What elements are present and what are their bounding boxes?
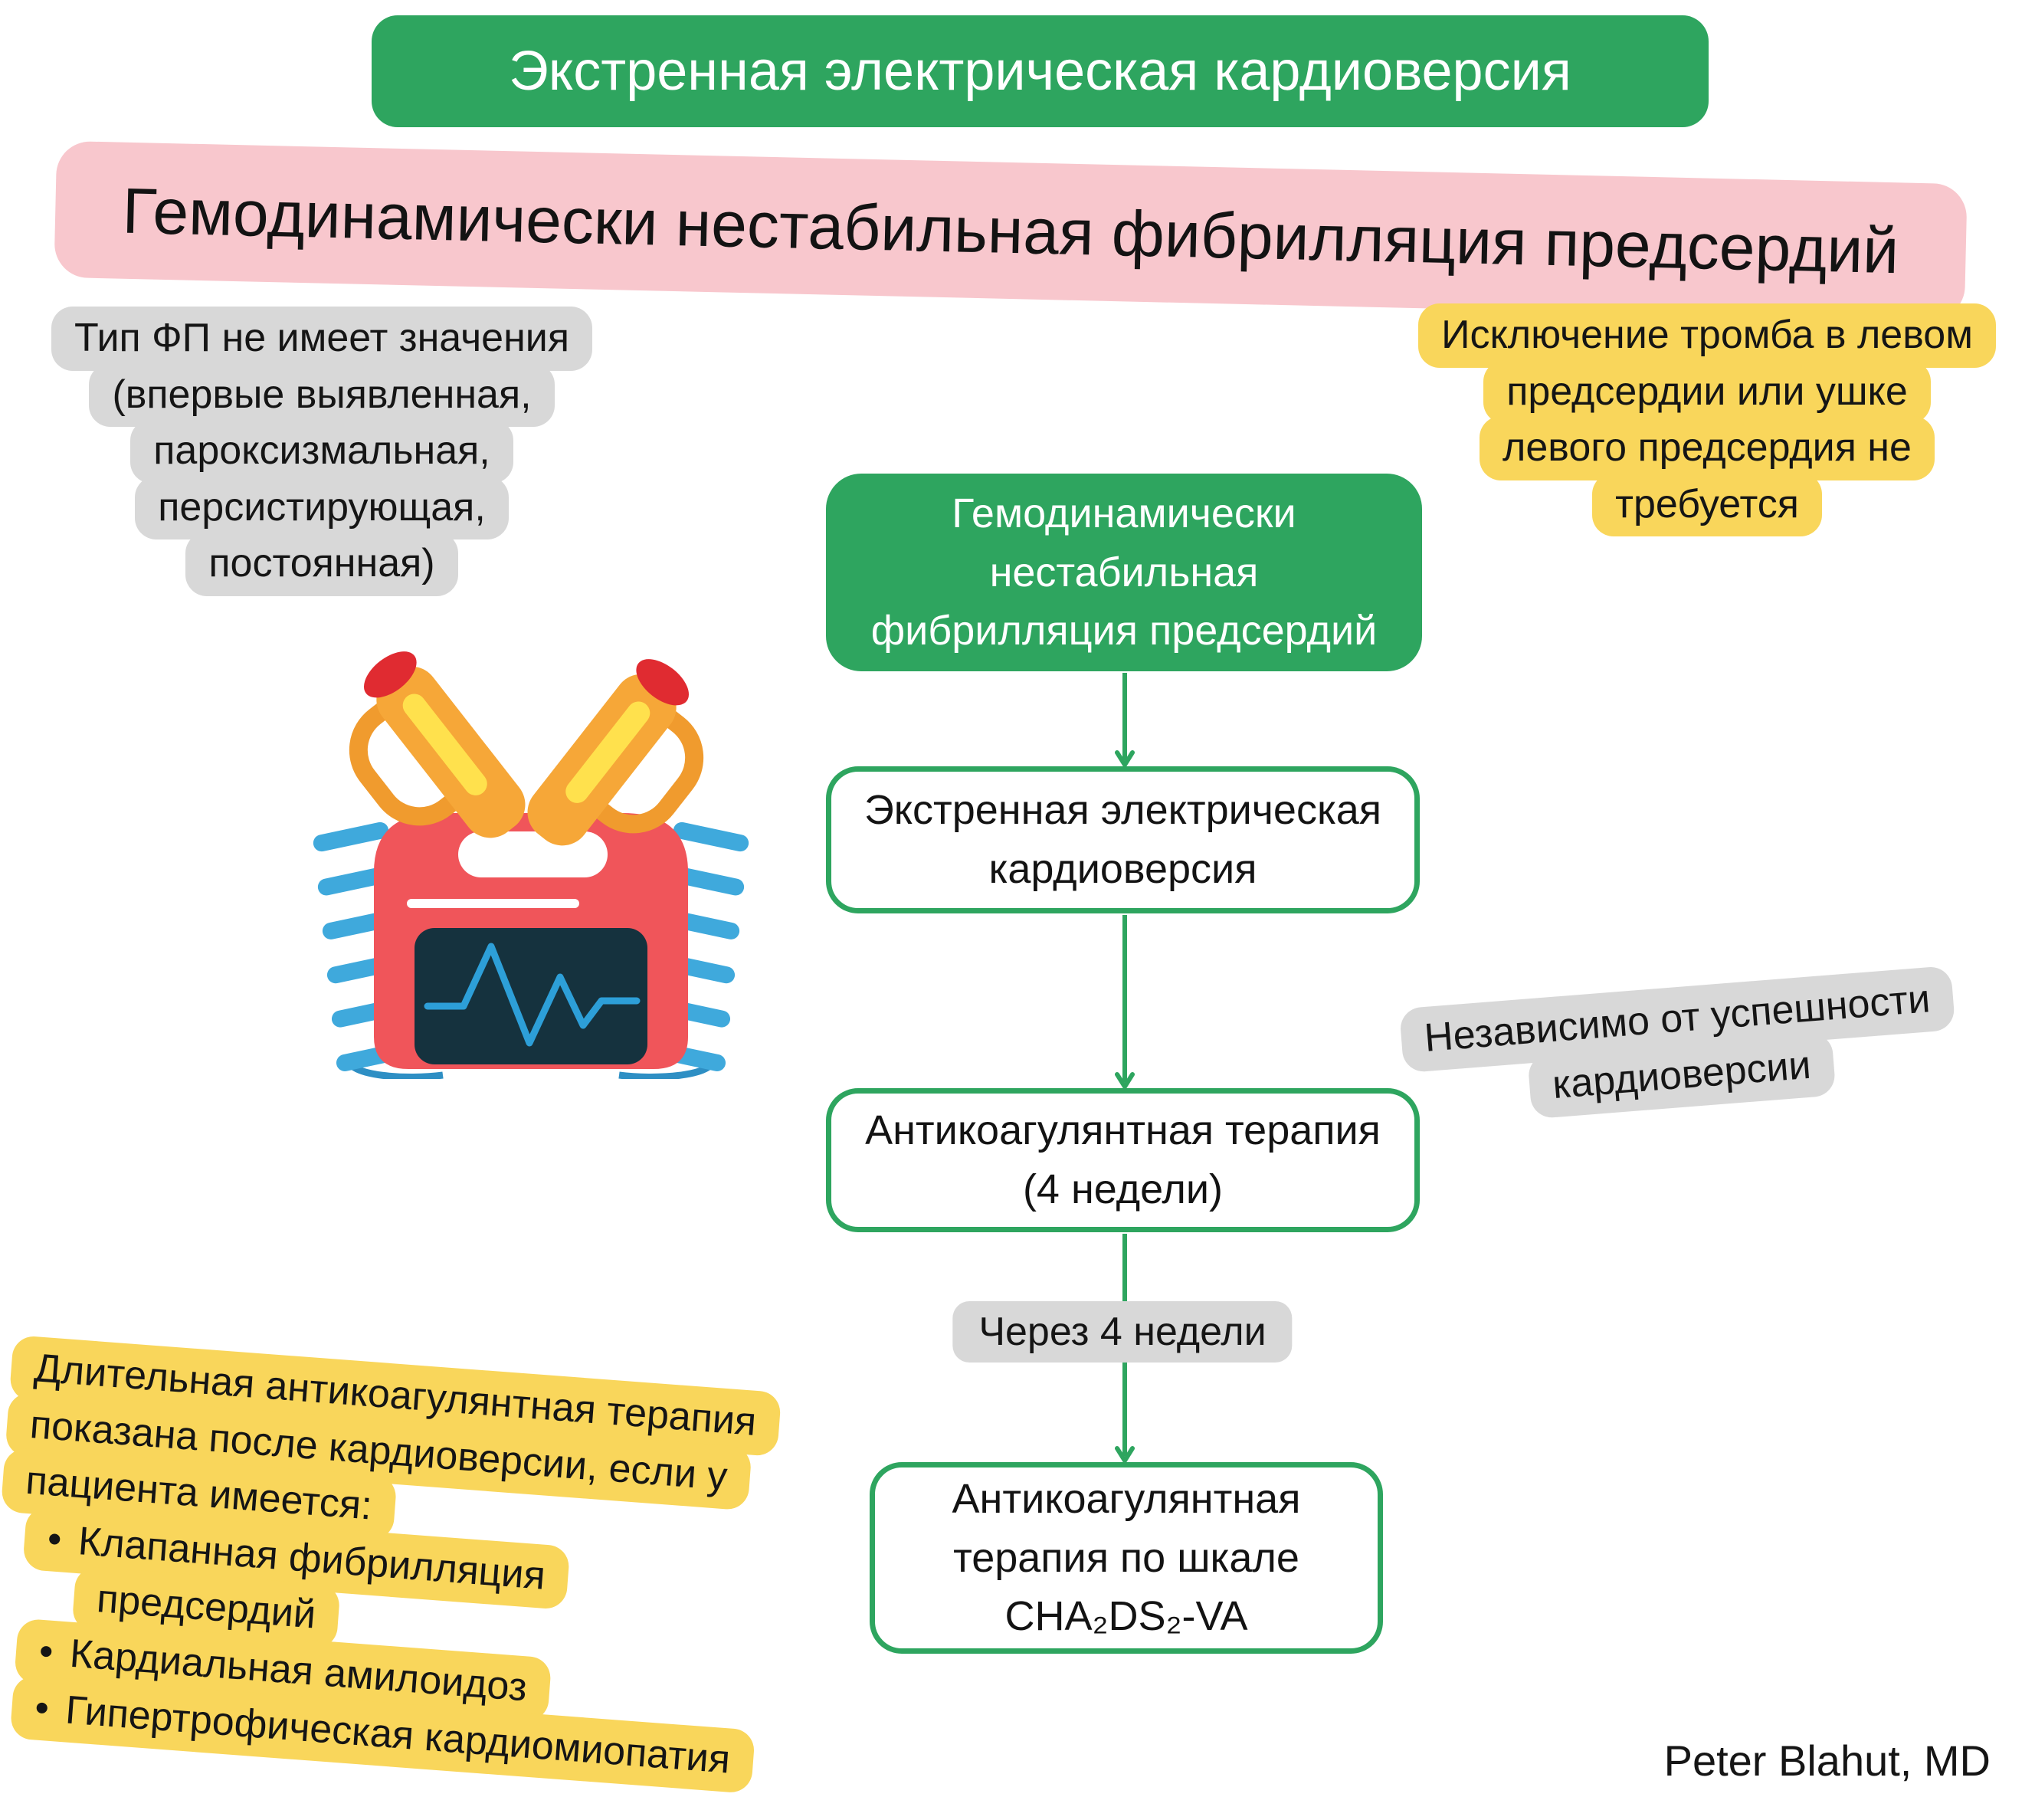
- flow-box-cardioversion-line: Экстренная электрическая: [863, 787, 1382, 834]
- flow-box-cardioversion-line: кардиоверсия: [988, 846, 1257, 892]
- flow-arrow-1: [1115, 673, 1135, 767]
- note-thrombus: Исключение тромба в левом предсердии или…: [1401, 303, 2014, 537]
- note-af-type-line: (впервые выявленная,: [89, 362, 555, 428]
- flow-box-start-line: фибрилляция предсердий: [870, 608, 1378, 654]
- note-thrombus-line: предсердии или ушке: [1483, 359, 1931, 425]
- note-af-type-line: пароксизмальная,: [130, 419, 513, 484]
- note-long-term: Длительная антикоагулянтная терапия пока…: [0, 1335, 916, 1804]
- flow-box-start: Гемодинамически нестабильная фибрилляция…: [826, 474, 1422, 671]
- note-af-type-line: персистирующая,: [135, 475, 509, 540]
- bullet-icon: •: [46, 1516, 64, 1563]
- flow-box-cardioversion: Экстренная электрическая кардиоверсия: [826, 766, 1420, 913]
- note-thrombus-line: требуется: [1592, 472, 1822, 537]
- note-af-type-line: постоянная): [185, 532, 458, 596]
- flow-box-anticoagulation-4w-line: (4 недели): [1022, 1166, 1224, 1212]
- page-title: Экстренная электрическая кардиоверсия: [372, 15, 1709, 127]
- flow-box-chads-va-line: CHA₂DS₂-VA: [1004, 1593, 1248, 1640]
- flow-arrow-2: [1115, 915, 1135, 1089]
- flow-box-anticoagulation-4w-line: Антикоагулянтная терапия: [865, 1107, 1381, 1154]
- page-subtitle: Гемодинамически нестабильная фибрилляция…: [54, 140, 1968, 321]
- note-af-type: Тип ФП не имеет значения (впервые выявле…: [15, 307, 628, 596]
- note-thrombus-line: Исключение тромба в левом: [1418, 303, 1996, 368]
- bullet-icon: •: [37, 1628, 55, 1674]
- defib-handle-cutout: [458, 831, 608, 877]
- defibrillator-illustration: [301, 638, 751, 1079]
- note-af-type-line: Тип ФП не имеет значения: [51, 307, 592, 371]
- note-regardless: Независимо от успешности кардиоверсии: [1369, 963, 1990, 1131]
- defib-screen: [415, 928, 647, 1064]
- ecg-line-icon: [424, 943, 641, 1047]
- after-4-weeks-label: Через 4 недели: [952, 1301, 1293, 1363]
- flow-box-chads-va-line: терапия по шкале: [953, 1534, 1299, 1581]
- flow-box-chads-va-line: Антикоагулянтная: [952, 1475, 1301, 1522]
- note-thrombus-line: левого предсердия не: [1480, 416, 1935, 480]
- flow-box-start-line: нестабильная: [989, 549, 1259, 595]
- bullet-icon: •: [33, 1685, 51, 1731]
- page-title-text: Экстренная электрическая кардиоверсия: [509, 41, 1571, 102]
- flow-box-start-line: Гемодинамически: [952, 490, 1296, 536]
- flow-box-chads-va: Антикоагулянтная терапия по шкале CHA₂DS…: [870, 1462, 1383, 1654]
- page-subtitle-text: Гемодинамически нестабильная фибрилляция…: [121, 174, 1900, 287]
- author-credit: Peter Blahut, MD: [1663, 1736, 1991, 1785]
- defib-stripe: [407, 899, 579, 908]
- flow-box-anticoagulation-4w: Антикоагулянтная терапия (4 недели): [826, 1088, 1420, 1232]
